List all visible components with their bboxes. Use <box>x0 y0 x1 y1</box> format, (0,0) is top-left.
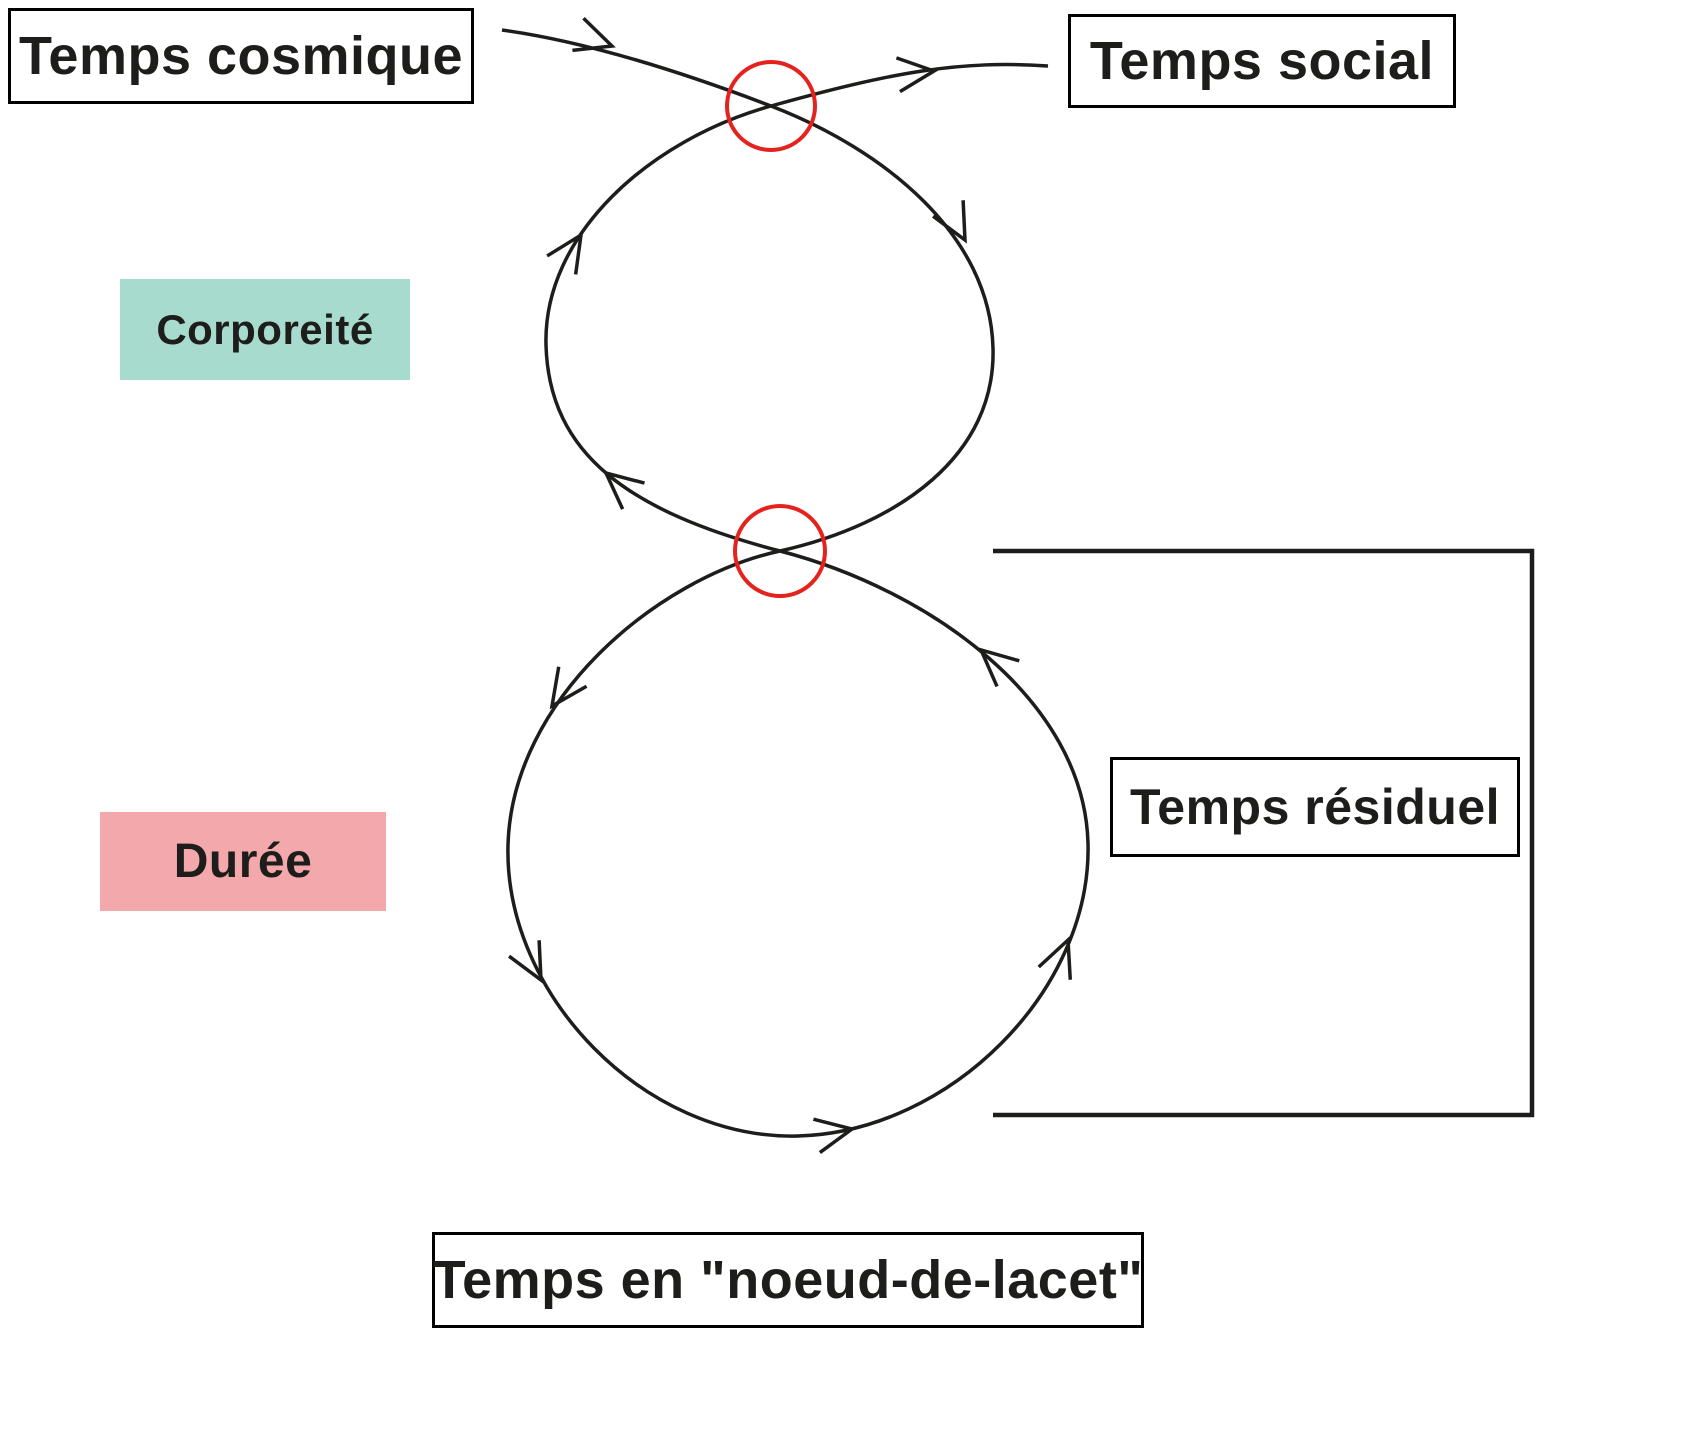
figure-eight-curve <box>501 28 1090 1138</box>
arrowhead-lower-loop-left-down <box>508 940 543 984</box>
arrowhead-lower-loop-top-left-down <box>549 666 588 710</box>
node-temps-social: Temps social <box>1068 14 1456 108</box>
arrowhead-knot-to-social <box>895 56 939 94</box>
crossing-circle-top <box>725 60 817 152</box>
arrowhead-lower-loop-bottom-right <box>812 1117 857 1154</box>
arrowhead-lower-loop-top-right-up <box>977 647 1020 688</box>
flow-arrows <box>508 16 1073 1154</box>
node-corporeite: Corporeité <box>120 279 410 380</box>
crossing-circle-middle <box>733 504 827 598</box>
arrowhead-lower-loop-right-up <box>1037 936 1073 980</box>
residual-time-bracket <box>993 548 1535 1118</box>
node-temps-residuel: Temps résiduel <box>1110 757 1520 857</box>
node-duree: Durée <box>100 812 386 911</box>
arrowhead-upper-loop-lower-left <box>602 470 645 510</box>
arrowhead-upper-loop-right-down <box>932 200 967 244</box>
diagram-title: Temps en "noeud-de-lacet" <box>432 1232 1144 1328</box>
arrowhead-cosmic-to-knot <box>572 16 616 53</box>
arrowhead-upper-loop-left-up <box>546 231 584 275</box>
node-temps-cosmique: Temps cosmique <box>8 8 474 104</box>
